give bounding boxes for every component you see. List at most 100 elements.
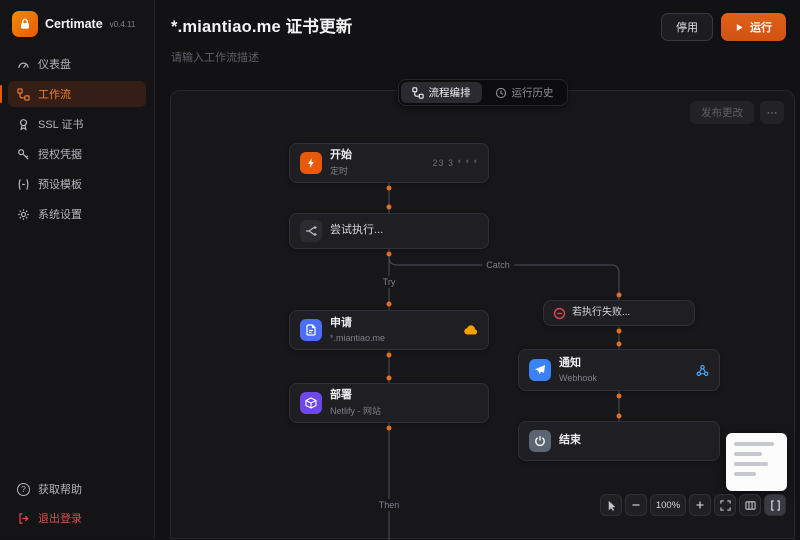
sidebar-item-settings[interactable]: 系统设置 — [8, 201, 146, 227]
canvas-toolbar: 发布更改 ··· — [690, 101, 784, 124]
plus-icon — [695, 500, 705, 510]
minimap-icon — [745, 500, 756, 511]
lock-icon — [12, 11, 38, 37]
view-tabs: 流程编排 运行历史 — [398, 79, 568, 106]
publish-changes-button[interactable]: 发布更改 — [690, 101, 754, 124]
node-try-catch[interactable]: 尝试执行... — [289, 213, 489, 249]
dashboard-icon — [17, 58, 30, 71]
certificate-icon — [17, 118, 30, 131]
run-button-label: 运行 — [750, 19, 772, 35]
sidebar-item-label: SSL 证书 — [38, 116, 83, 132]
failure-icon — [553, 307, 566, 320]
pointer-mode-button[interactable] — [600, 494, 622, 516]
node-on-failure[interactable]: 若执行失败... — [543, 300, 695, 326]
zoom-level[interactable]: 100% — [650, 494, 686, 516]
tab-run-history[interactable]: 运行历史 — [484, 82, 565, 103]
cron-expression: 23 3 * * * — [432, 158, 478, 168]
node-deploy[interactable]: 部署 Netlify - 网站 — [289, 383, 489, 423]
node-title: 若执行失败... — [572, 307, 630, 319]
header-actions: 停用 运行 — [661, 13, 786, 41]
workflow-description-input[interactable]: 请输入工作流描述 — [155, 41, 800, 65]
preview-line — [734, 442, 774, 446]
tab-label: 运行历史 — [512, 85, 554, 100]
node-notify[interactable]: 通知 Webhook — [518, 349, 720, 391]
fit-view-icon — [720, 500, 731, 511]
edge-label-then: Then — [375, 499, 404, 511]
gear-icon — [17, 208, 30, 221]
minimap-toggle-button[interactable] — [739, 494, 761, 516]
notify-node-icon — [529, 359, 551, 381]
node-end[interactable]: 结束 — [518, 421, 720, 461]
workflow-icon — [17, 88, 30, 101]
node-start[interactable]: 开始 定时 23 3 * * * — [289, 143, 489, 183]
app-logo: Certimate v0.4.11 — [0, 0, 154, 47]
edge-label-try: Try — [379, 276, 400, 288]
sidebar-item-label: 预设模板 — [38, 176, 82, 192]
logout-button[interactable]: 退出登录 — [8, 505, 146, 531]
preview-line — [734, 452, 762, 456]
workflow-canvas[interactable]: 流程编排 运行历史 发布更改 ··· — [170, 90, 795, 539]
logout-label: 退出登录 — [38, 510, 82, 526]
edge-label-catch: Catch — [482, 259, 514, 271]
fit-view-button[interactable] — [714, 494, 736, 516]
template-icon — [17, 178, 30, 191]
canvas-controls: 100% — [600, 494, 786, 516]
layout-brackets-button[interactable] — [764, 494, 786, 516]
tab-label: 流程编排 — [429, 85, 471, 100]
app-version: v0.4.11 — [110, 20, 136, 29]
node-title: 通知 — [559, 357, 597, 370]
tab-flow-design[interactable]: 流程编排 — [401, 82, 482, 103]
node-title: 部署 — [330, 389, 381, 402]
app-name: Certimate — [45, 17, 103, 31]
node-title: 结束 — [559, 434, 581, 447]
node-apply[interactable]: 申请 *.miantiao.me — [289, 310, 489, 350]
main-content: *.miantiao.me 证书更新 停用 运行 请输入工作流描述 流程编排 运… — [155, 0, 800, 539]
flow-design-icon — [412, 87, 424, 99]
node-subtitle: Netlify - 网站 — [330, 404, 381, 417]
preview-line — [734, 462, 768, 466]
node-subtitle: 定时 — [330, 164, 352, 177]
node-subtitle: *.miantiao.me — [330, 333, 385, 343]
sidebar-item-templates[interactable]: 预设模板 — [8, 171, 146, 197]
run-button[interactable]: 运行 — [721, 13, 786, 41]
play-icon — [735, 23, 744, 32]
deploy-node-icon — [300, 392, 322, 414]
sidebar-item-dashboard[interactable]: 仪表盘 — [8, 51, 146, 77]
preview-card[interactable] — [726, 433, 787, 491]
minus-icon — [631, 500, 641, 510]
sidebar-item-label: 系统设置 — [38, 206, 82, 222]
sidebar-item-label: 授权凭据 — [38, 146, 82, 162]
sidebar-nav: 仪表盘 工作流 SSL 证书 授权凭据 预设模板 系统设置 — [0, 47, 154, 231]
get-help-button[interactable]: ? 获取帮助 — [8, 476, 146, 502]
zoom-in-button[interactable] — [689, 494, 711, 516]
start-node-icon — [300, 152, 322, 174]
sidebar-item-credentials[interactable]: 授权凭据 — [8, 141, 146, 167]
end-node-icon — [529, 430, 551, 452]
node-title: 尝试执行... — [330, 224, 383, 237]
disable-button[interactable]: 停用 — [661, 13, 713, 41]
webhook-icon — [696, 364, 709, 377]
more-options-button[interactable]: ··· — [760, 101, 784, 124]
branch-icon — [300, 220, 322, 242]
clock-icon — [495, 87, 507, 99]
node-subtitle: Webhook — [559, 373, 597, 383]
node-title: 开始 — [330, 149, 352, 162]
node-title: 申请 — [330, 317, 385, 330]
cloud-provider-icon — [464, 325, 478, 335]
sidebar-footer: ? 获取帮助 退出登录 — [0, 468, 154, 539]
key-icon — [17, 148, 30, 161]
sidebar: Certimate v0.4.11 仪表盘 工作流 SSL 证书 授权凭据 预设… — [0, 0, 155, 539]
preview-line — [734, 472, 756, 476]
sidebar-item-label: 工作流 — [38, 86, 71, 102]
help-icon: ? — [17, 483, 30, 496]
sidebar-item-ssl-certificates[interactable]: SSL 证书 — [8, 111, 146, 137]
apply-node-icon — [300, 319, 322, 341]
page-header: *.miantiao.me 证书更新 停用 运行 — [155, 0, 800, 41]
page-title: *.miantiao.me 证书更新 — [171, 13, 352, 37]
logout-icon — [17, 512, 30, 525]
brackets-icon — [770, 500, 781, 511]
zoom-out-button[interactable] — [625, 494, 647, 516]
sidebar-item-workflows[interactable]: 工作流 — [8, 81, 146, 107]
cursor-icon — [606, 500, 617, 511]
get-help-label: 获取帮助 — [38, 481, 82, 497]
